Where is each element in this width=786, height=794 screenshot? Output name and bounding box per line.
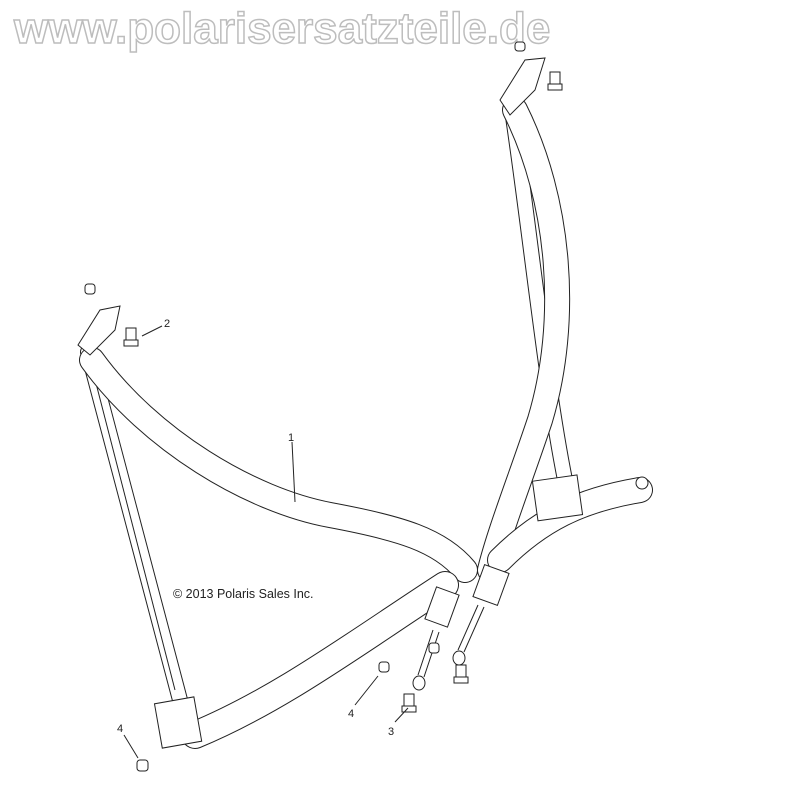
left-buckle-stalk [417,629,440,678]
nut-icon [136,759,149,772]
callout-1: 1 [288,432,294,444]
callout-3: 3 [388,726,394,738]
left-retractor [153,696,203,749]
leader-line [141,325,163,337]
right-retractor [531,474,584,522]
right-stalk-eyelet [452,650,466,666]
nut-icon [635,476,649,490]
right-buckle-stalk [457,604,485,653]
left-shoulder-strap [80,344,188,708]
bolt-icon [401,693,417,713]
bolt-icon [547,71,563,91]
copyright-text: © 2013 Polaris Sales Inc. [173,587,314,601]
left-diagonal-belt [79,347,478,583]
right-shoulder-strap [477,97,573,583]
leader-line [123,734,139,759]
leader-line [354,675,379,706]
callout-4b: 4 [117,723,123,735]
right-buckle-latch [472,563,510,607]
right-anchor-plate [499,57,546,116]
nut-icon [378,661,390,673]
leader-line [291,441,296,503]
bolt-icon [123,327,139,347]
nut-icon [514,41,526,52]
bolt-icon [453,664,469,684]
left-stalk-eyelet [412,675,426,691]
nut-icon [84,283,96,295]
callout-2: 2 [164,318,170,330]
nut-icon [428,642,440,654]
leader-line [394,707,409,723]
watermark: www.polarisersatzteile.de [13,3,551,54]
left-anchor-plate [77,305,121,356]
left-buckle [424,586,460,628]
callout-4a: 4 [348,708,354,720]
left-lap-belt [181,571,459,749]
